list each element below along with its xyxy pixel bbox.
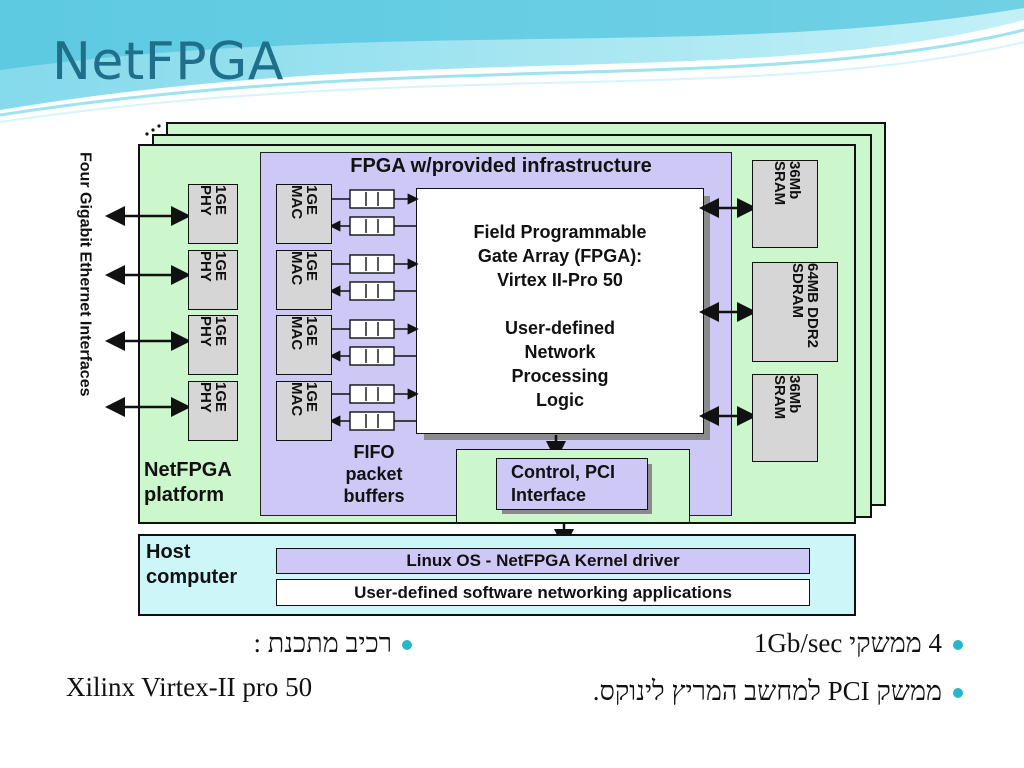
fpga-core-line: Virtex II-Pro 50 [497, 270, 623, 290]
fifo-label-line: FIFO [353, 442, 395, 462]
mac-label: 1GE MAC [288, 251, 320, 286]
user-applications-layer: User-defined software networking applica… [276, 579, 810, 606]
netfpga-platform-label: NetFPGA platform [144, 458, 232, 508]
memory-label: 64MB DDR2 SDRAM [789, 263, 821, 349]
sram-chip-top: 36Mb SRAM [752, 160, 818, 248]
bullet-icon [953, 688, 963, 698]
fifo-label-line: buffers [343, 486, 405, 506]
slide-title: NetFPGA [52, 32, 284, 92]
fpga-core-line: Gate Array (FPGA): [477, 246, 643, 266]
memory-label: 36Mb SRAM [771, 375, 803, 420]
memory-label: 36Mb SRAM [771, 161, 803, 206]
mac-box: 1GE MAC [276, 381, 332, 441]
phy-label: 1GE PHY [197, 382, 229, 413]
mac-box: 1GE MAC [276, 315, 332, 375]
ellipsis-dots-icon [145, 124, 161, 136]
platform-label-line: NetFPGA [144, 459, 232, 481]
bullet-icon [402, 640, 412, 650]
fifo-group [329, 319, 419, 366]
phy-box: 1GE PHY [188, 184, 238, 244]
fpga-core-line: Processing [511, 366, 609, 386]
control-label-line: Interface [511, 485, 587, 505]
bullet-right-2: ממשק PCI למחשב המריץ לינוקס. [592, 676, 942, 706]
mac-label: 1GE MAC [288, 382, 320, 417]
diagram-connectors [105, 189, 757, 549]
mac-label: 1GE MAC [288, 316, 320, 351]
fpga-core-line: Logic [536, 390, 584, 410]
host-label-line: computer [146, 566, 238, 588]
fifo-packet-buffers-label: FIFO packet buffers [328, 441, 420, 507]
four-gigabit-ethernet-label: Four Gigabit Ethernet Interfaces [74, 152, 96, 492]
bullet-left-2: Xilinx Virtex-II pro 50 [66, 672, 313, 702]
side-label-text: Four Gigabit Ethernet Interfaces [76, 152, 94, 397]
bullet-left-1: רכיב מתכנת : [253, 628, 392, 658]
phy-label: 1GE PHY [197, 185, 229, 216]
ddr2-sdram-chip: 64MB DDR2 SDRAM [752, 262, 838, 362]
phy-label: 1GE PHY [197, 316, 229, 347]
bullet-right-1: 4 ממשקי 1Gb/sec [753, 628, 942, 658]
host-label-line: Host [146, 541, 191, 563]
host-computer-label: Host computer [146, 540, 237, 590]
fifo-group [329, 254, 419, 301]
fpga-core-text: Field Programmable Gate Array (FPGA): Vi… [417, 220, 703, 412]
mac-box: 1GE MAC [276, 250, 332, 310]
fifo-group [329, 189, 419, 236]
sram-chip-bottom: 36Mb SRAM [752, 374, 818, 462]
linux-kernel-driver-layer: Linux OS - NetFPGA Kernel driver [276, 548, 810, 574]
control-interface-text: Control, PCI Interface [511, 461, 615, 507]
phy-box: 1GE PHY [188, 250, 238, 310]
fpga-core-line: Network [524, 342, 596, 362]
phy-box: 1GE PHY [188, 315, 238, 375]
fifo-label-line: packet [345, 464, 403, 484]
netfpga-diagram: FPGA w/provided infrastructure Field Pro… [66, 112, 956, 617]
bullet-icon [953, 640, 963, 650]
fpga-core-box: Field Programmable Gate Array (FPGA): Vi… [416, 188, 704, 434]
header-swoosh-decoration [0, 0, 1024, 123]
mac-label: 1GE MAC [288, 185, 320, 220]
fpga-header-label: FPGA w/provided infrastructure [350, 155, 652, 177]
fpga-core-line: User-defined [504, 318, 616, 338]
control-pci-interface-box: Control, PCI Interface [496, 458, 648, 510]
control-label-line: Control, PCI [511, 462, 615, 482]
mac-box: 1GE MAC [276, 184, 332, 244]
fifo-group [329, 384, 419, 431]
fpga-core-line: Field Programmable [473, 222, 647, 242]
platform-label-line: platform [144, 484, 224, 506]
phy-box: 1GE PHY [188, 381, 238, 441]
phy-label: 1GE PHY [197, 251, 229, 282]
